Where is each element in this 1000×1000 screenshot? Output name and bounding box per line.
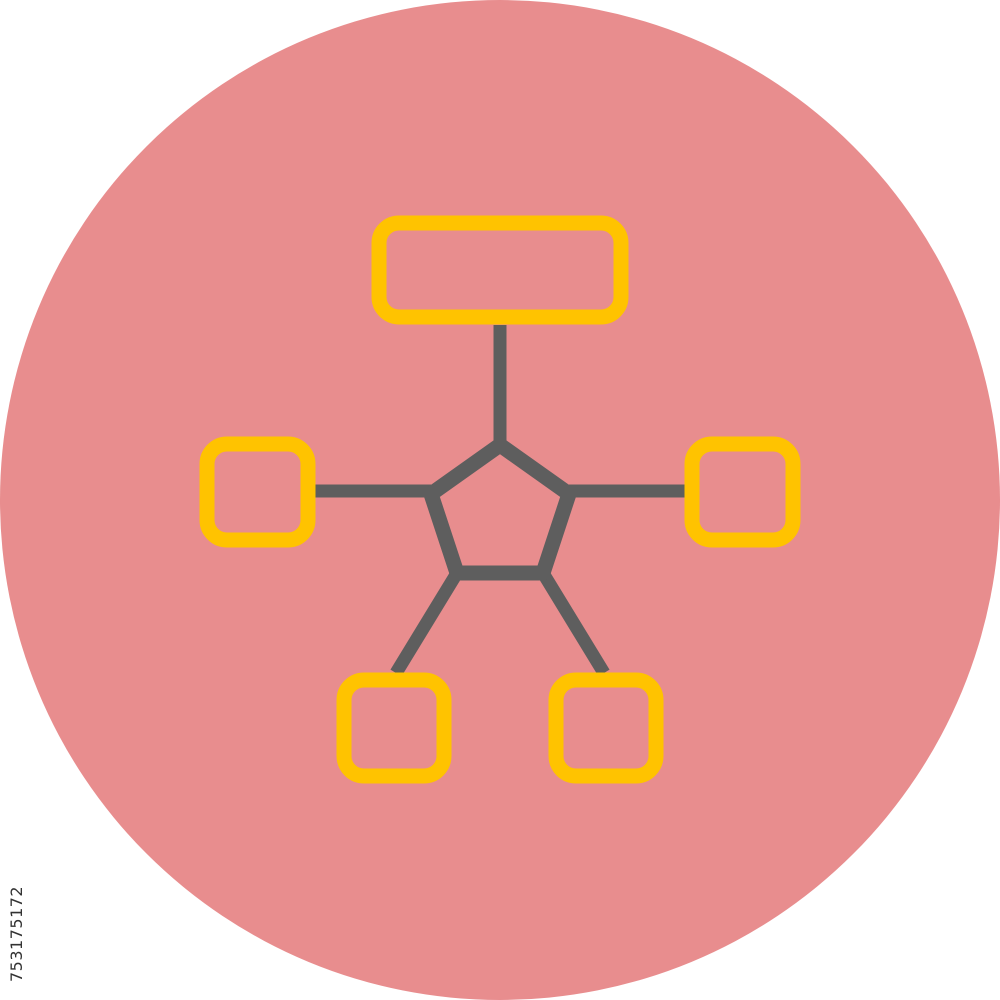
connector-bottom-right (537, 569, 610, 677)
watermark-id-text: 753175172 (7, 885, 26, 982)
connector-bottom-left (390, 569, 463, 677)
node-bottom-right (548, 672, 664, 784)
hub-pentagon (423, 437, 577, 581)
connector-lines (315, 325, 686, 677)
node-left (199, 436, 316, 548)
node-right (684, 436, 801, 548)
node-bottom-left (336, 672, 452, 784)
node-boxes (199, 215, 801, 784)
node-top (371, 215, 629, 325)
